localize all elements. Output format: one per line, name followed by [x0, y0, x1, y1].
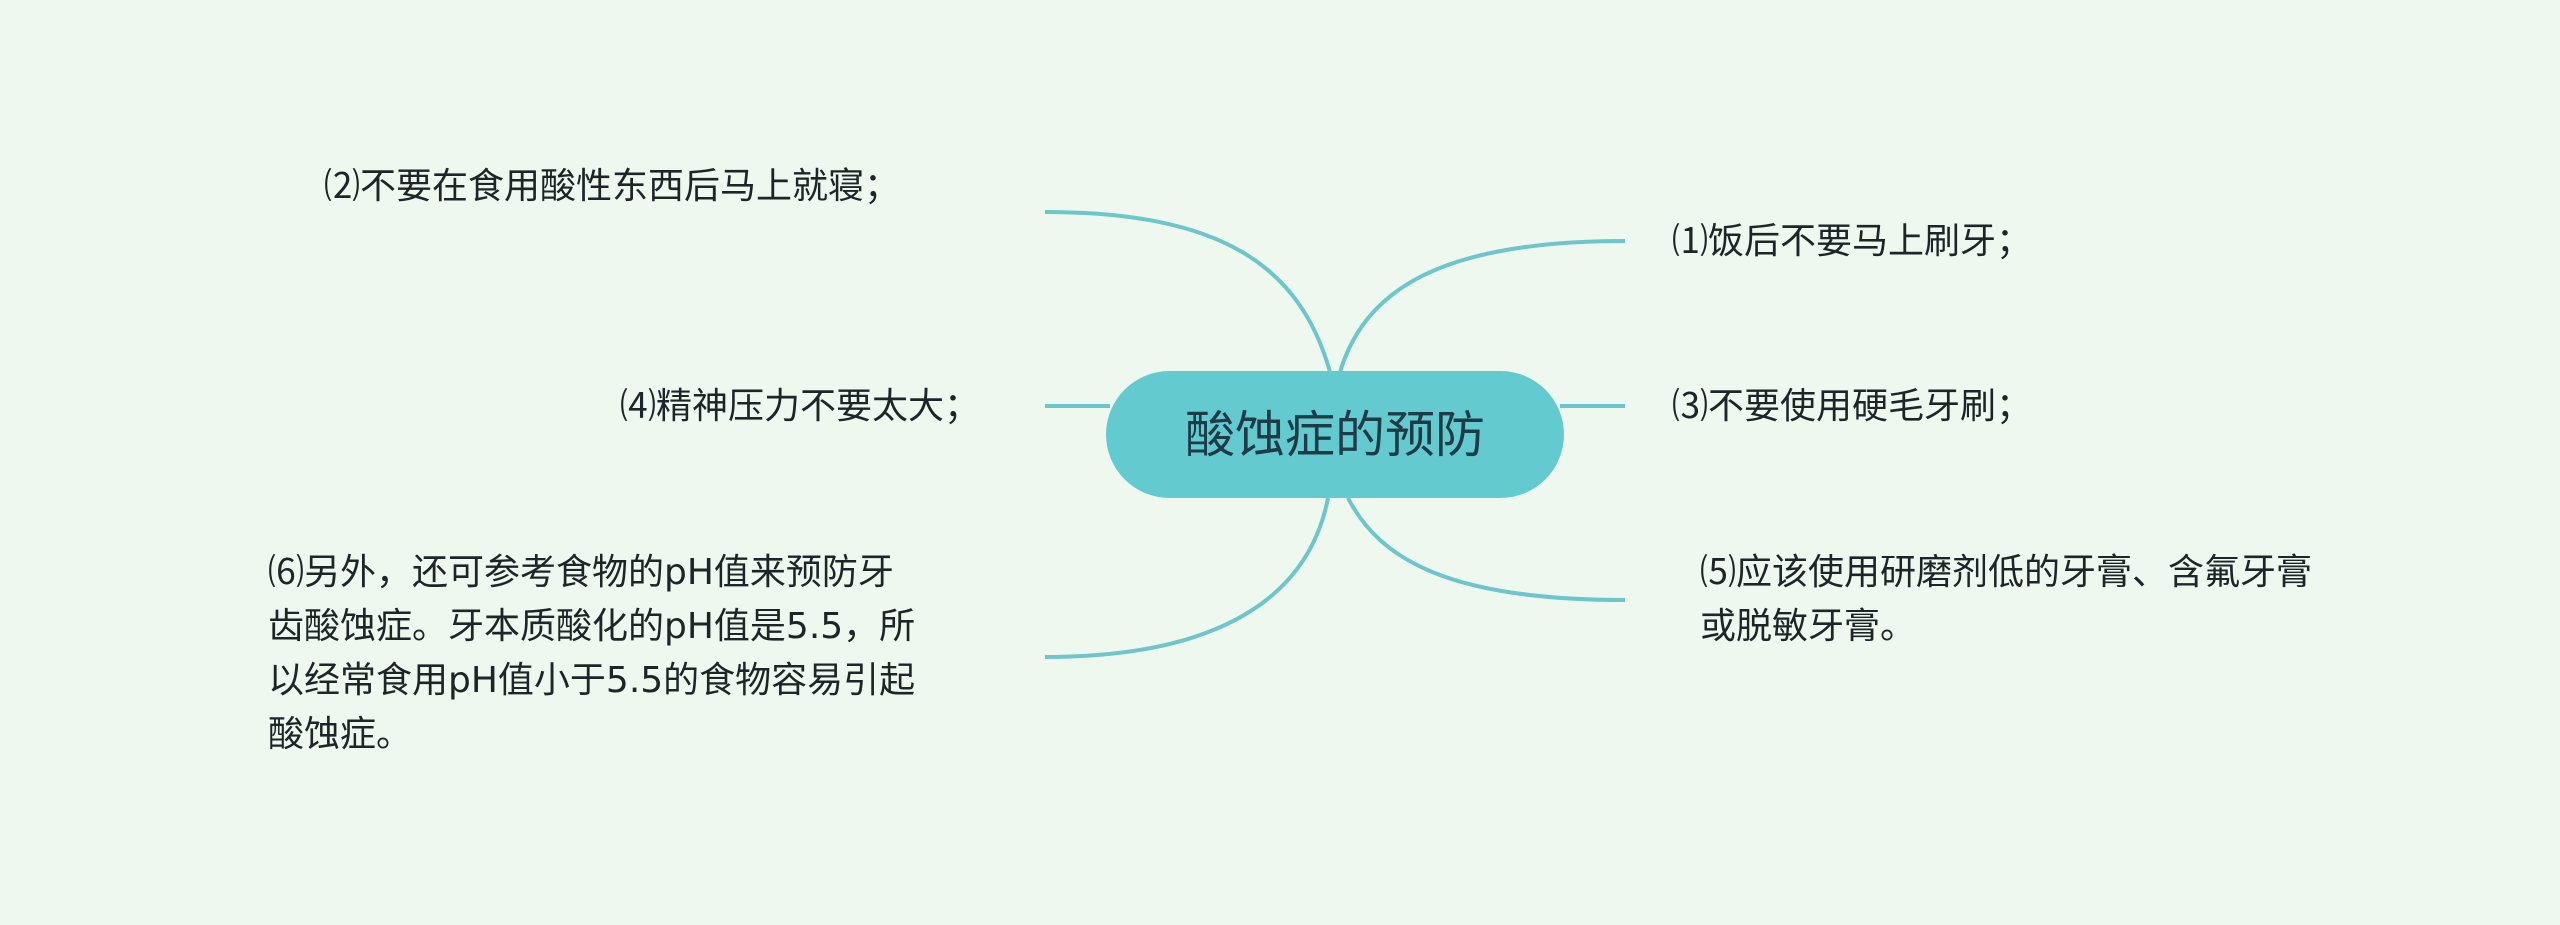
connector-5	[1346, 497, 1626, 602]
connector-2	[1044, 210, 1332, 373]
branch-topic-3[interactable]: ⑶不要使用硬毛牙刷；	[1672, 386, 2033, 427]
branch-topic-4[interactable]: ⑷精神压力不要太大；	[619, 386, 980, 427]
connector-1	[1338, 239, 1626, 373]
root-topic[interactable]: 酸蚀症的预防	[1106, 371, 1564, 498]
root-topic-label: 酸蚀症的预防	[1185, 405, 1485, 464]
connector-6	[1044, 497, 1330, 659]
branch-topic-6[interactable]: ⑹另外，还可参考食物的pH值来预防牙齿酸蚀症。牙本质酸化的pH值是5.5，所以经…	[268, 552, 916, 755]
branch-topic-1[interactable]: ⑴饭后不要马上刷牙；	[1672, 221, 2033, 262]
branch-topic-5[interactable]: ⑸应该使用研磨剂低的牙膏、含氟牙膏或脱敏牙膏。	[1700, 552, 2313, 647]
branch-topic-2[interactable]: ⑵不要在食用酸性东西后马上就寝；	[324, 166, 901, 207]
